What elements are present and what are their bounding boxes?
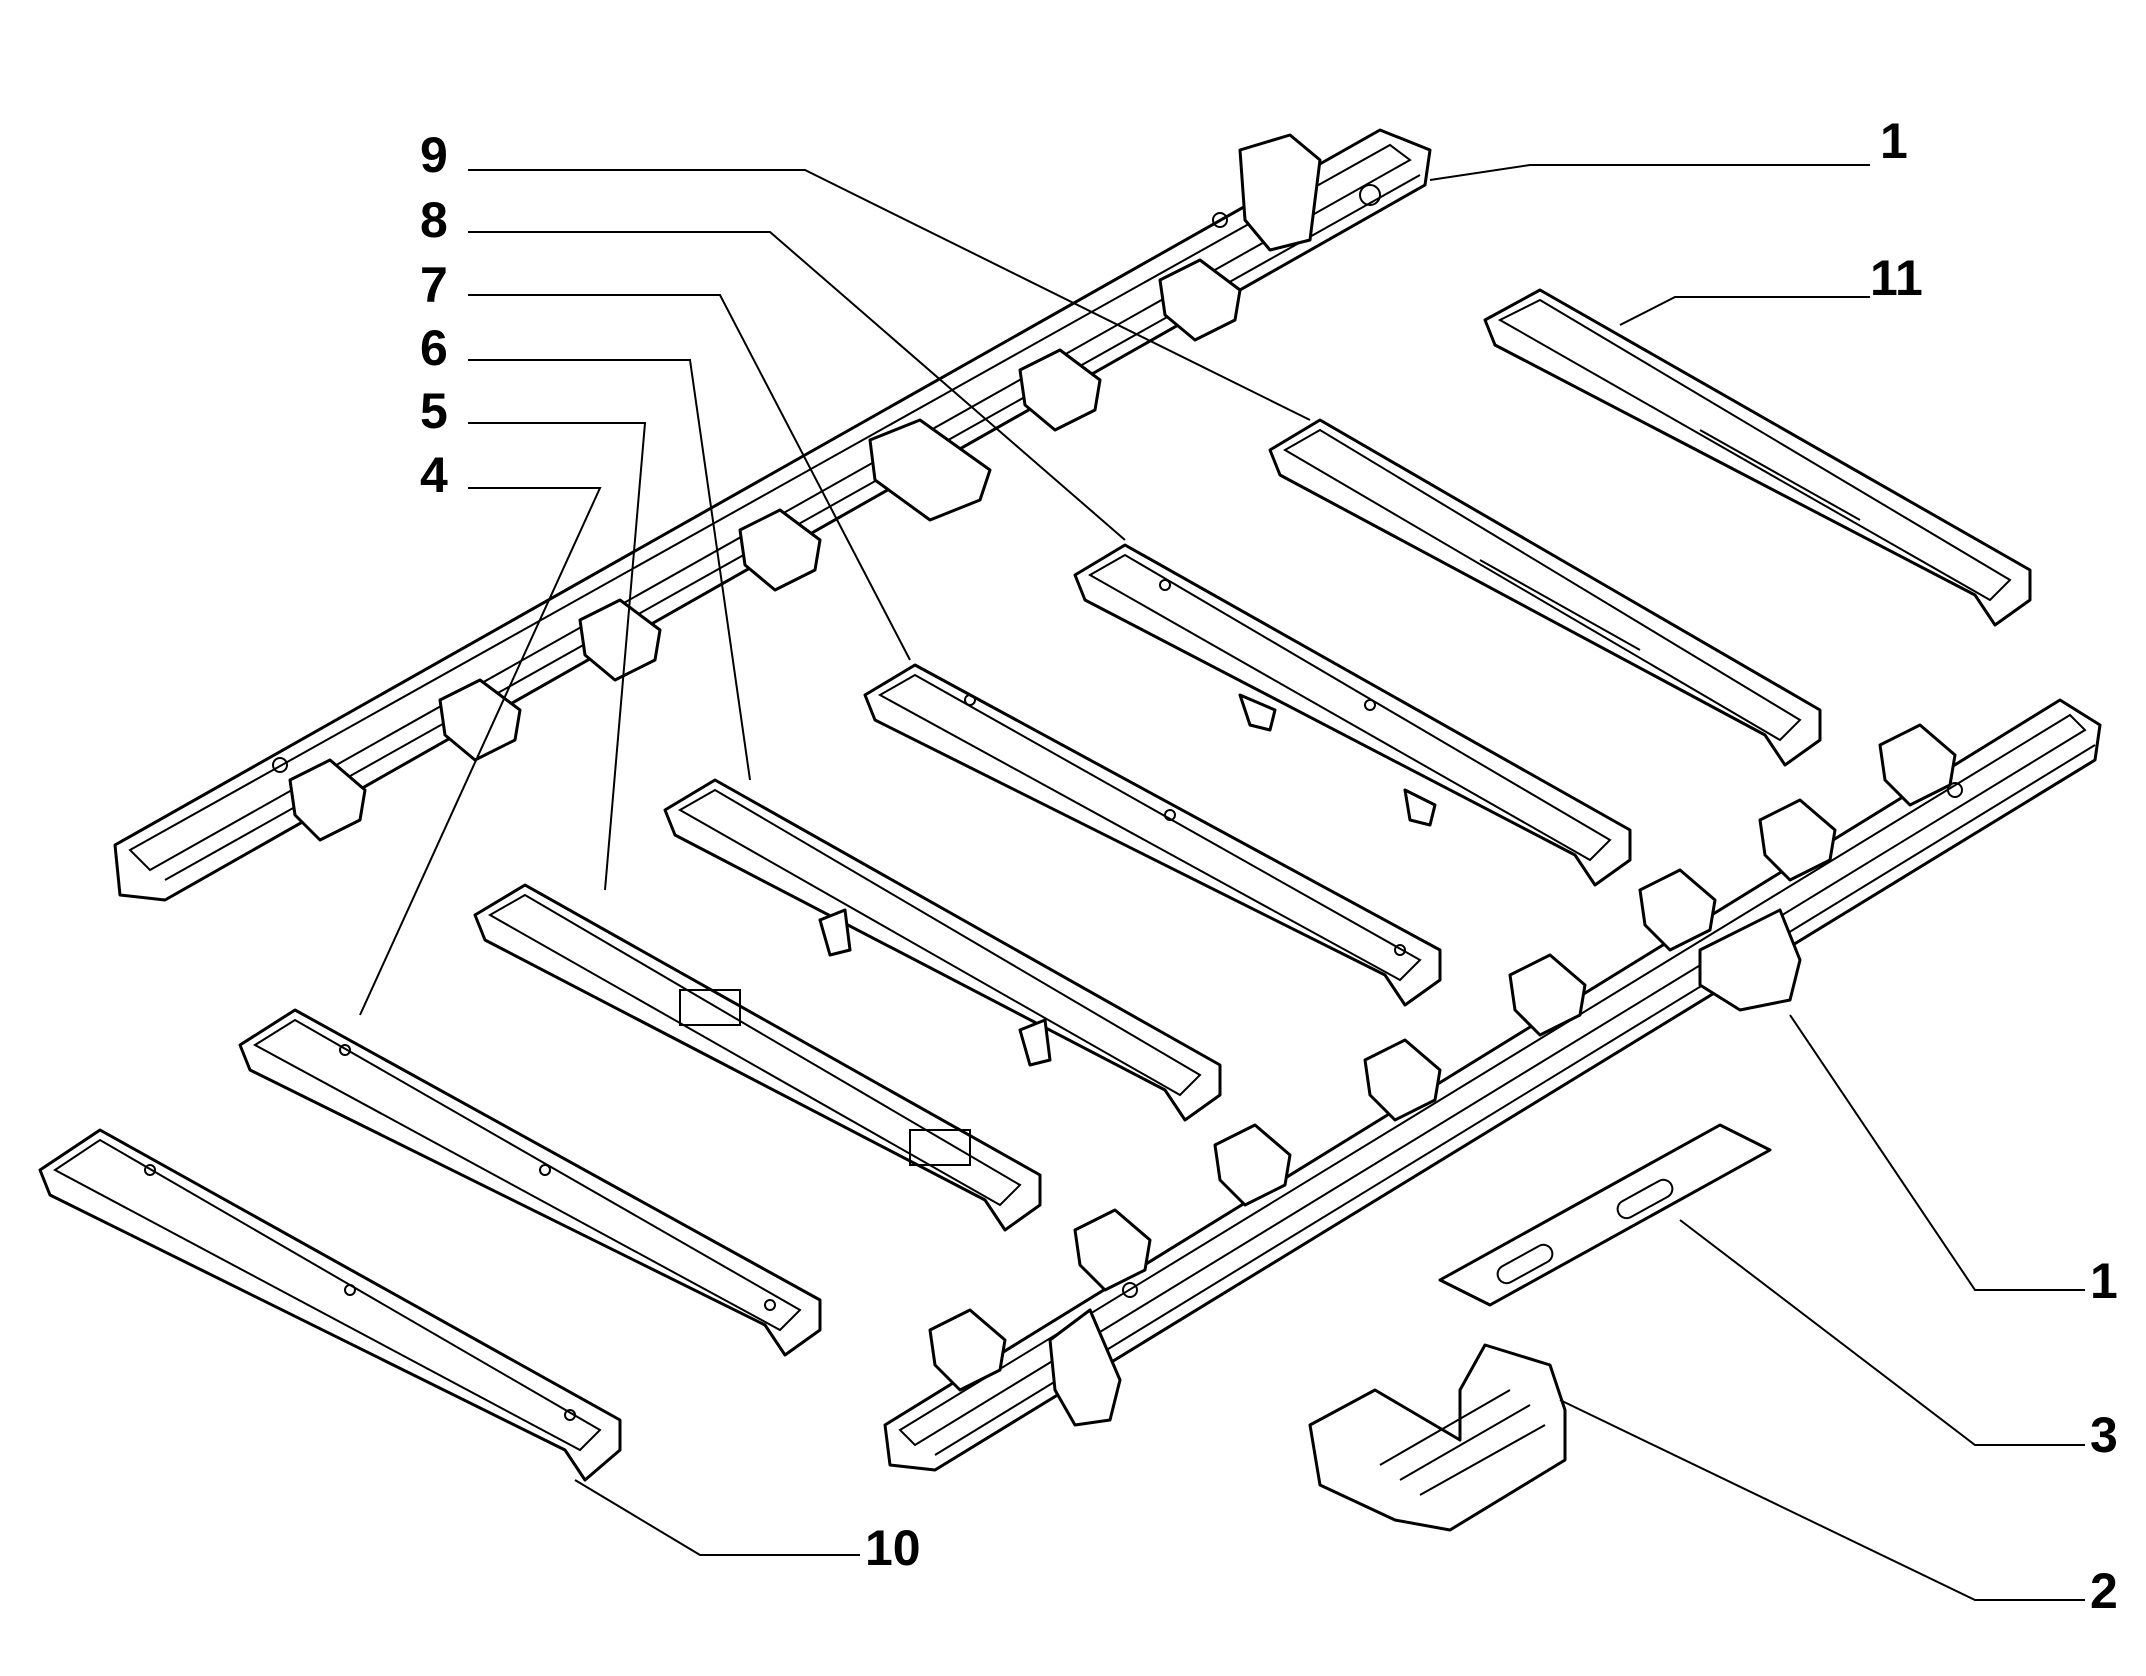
callout-2: 2	[2090, 1563, 2118, 1619]
cross-member-7	[863, 663, 1442, 1007]
leader-4	[359, 487, 602, 1016]
callout-11: 11	[1870, 250, 1923, 306]
callout-4: 4	[420, 447, 448, 503]
callout-3: 3	[2090, 1407, 2118, 1463]
leader-7	[468, 294, 911, 661]
bracket-tray-2	[1308, 1343, 1567, 1532]
leader-1b	[1789, 1014, 2085, 1291]
leader-3	[1679, 1219, 2085, 1446]
frame-rail-right	[883, 698, 2102, 1472]
callout-1-bottom: 1	[2090, 1253, 2118, 1309]
leader-1a	[1429, 164, 1870, 181]
leader-5	[468, 422, 647, 891]
cross-member-5	[473, 883, 1042, 1232]
callout-labels: 9 8 7 6 5 4 1 11 1 3 2 10	[420, 113, 2118, 1619]
leader-8	[468, 231, 1126, 541]
callout-10: 10	[865, 1520, 921, 1576]
cross-member-9	[1268, 418, 1822, 767]
callout-5: 5	[420, 383, 448, 439]
leader-11	[1619, 296, 1870, 326]
callout-1-top: 1	[1880, 113, 1908, 169]
callout-6: 6	[420, 320, 448, 376]
cross-member-4	[238, 1008, 822, 1357]
cross-member-8	[1073, 543, 1632, 887]
callout-8: 8	[420, 192, 448, 248]
flat-plate-3	[1438, 1123, 1772, 1307]
leader-9	[468, 169, 1311, 421]
callout-9: 9	[420, 127, 448, 183]
leader-2	[1559, 1399, 2085, 1601]
cross-member-6	[663, 778, 1222, 1122]
leader-10	[574, 1479, 860, 1556]
leader-6	[468, 359, 751, 781]
frame-rail-left	[113, 128, 1432, 902]
cross-member-11	[1483, 288, 2032, 627]
leader-lines	[359, 164, 2085, 1601]
callout-7: 7	[420, 257, 448, 313]
cross-member-10	[38, 1128, 622, 1482]
